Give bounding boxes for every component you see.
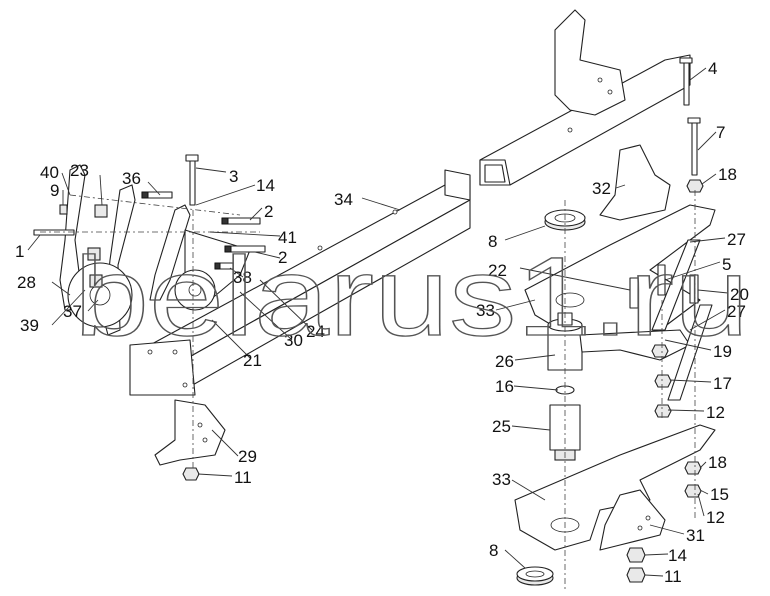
bolts-left [33,154,266,288]
callout: 2 [278,248,287,267]
callout: 40 [40,163,59,182]
callout: 12 [706,403,725,422]
callout: 14 [256,176,275,195]
callout: 4 [708,59,717,78]
upper-beam [479,9,691,186]
callout: 17 [713,374,732,393]
callout: 15 [710,485,729,504]
callout: 41 [278,228,297,247]
nut-8-bottom [516,566,554,586]
washers-right [626,344,702,583]
callout: 8 [488,232,497,251]
callout: 32 [592,179,611,198]
callout: 39 [20,316,39,335]
callout: 33 [476,301,495,320]
callout: 20 [730,285,749,304]
bracket-plate-29 [154,399,226,466]
callout: 14 [668,546,687,565]
callout: 27 [727,230,746,249]
callout: 25 [492,417,511,436]
right-callouts: 4 7 18 32 8 27 22 5 33 20 27 26 19 16 17… [476,59,749,586]
left-callouts: 40 9 23 36 3 14 2 41 2 38 1 28 39 37 30 … [15,161,353,487]
callout: 29 [238,447,257,466]
main-beam-34 [129,169,471,396]
callout: 7 [716,123,725,142]
watermark: belarus1.ru [74,234,749,359]
callout: 24 [306,322,325,341]
callout: 27 [727,302,746,321]
callout: 31 [686,526,705,545]
callout: 18 [708,453,727,472]
bracket-31 [599,489,666,551]
callout: 28 [17,273,36,292]
leader-lines [27,67,729,577]
callout: 22 [488,261,507,280]
callout: 26 [495,352,514,371]
callout: 5 [722,255,731,274]
callout: 37 [63,302,82,321]
callout: 2 [264,202,273,221]
callout: 11 [664,567,682,586]
callout: 30 [284,331,303,350]
callout: 21 [243,351,262,370]
callout: 36 [122,169,141,188]
callout: 3 [229,167,238,186]
callout: 38 [233,268,252,287]
callout: 1 [15,242,24,261]
callout: 33 [492,470,511,489]
plate-27 [651,239,713,401]
callout: 34 [334,190,353,209]
callout: 18 [718,165,737,184]
callout: 12 [706,508,725,527]
callout: 8 [489,541,498,560]
callout: 9 [50,181,59,200]
callout: 23 [70,161,89,180]
callout: 19 [713,342,732,361]
callout: 11 [234,468,252,487]
bracket-32 [599,144,671,221]
callout: 16 [495,377,514,396]
bolts-4-7 [679,57,704,193]
nut-11 [182,467,200,481]
